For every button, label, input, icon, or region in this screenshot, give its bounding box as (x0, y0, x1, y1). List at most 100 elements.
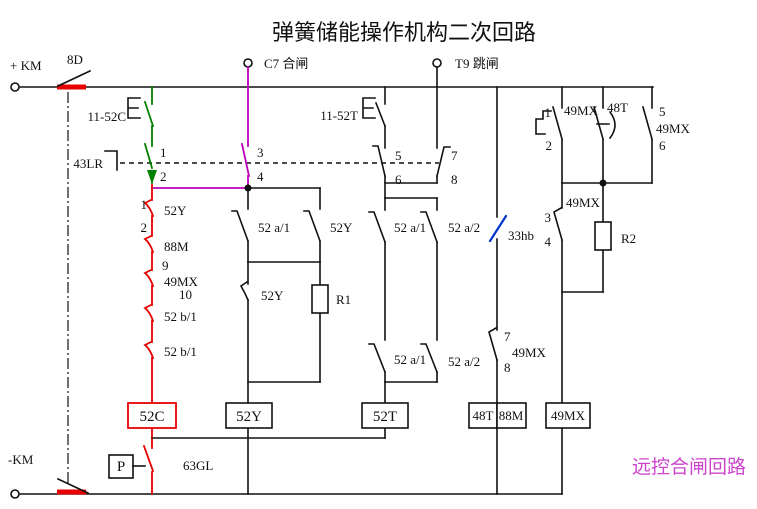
selector-43lr-handle-symbol (104, 150, 118, 171)
contact-49mx-910-blade (143, 268, 155, 288)
label-contact-49mx: 49MX (164, 274, 199, 289)
plug-11-52c-symbol (127, 97, 141, 119)
label-r1: R1 (336, 292, 351, 307)
positive-bus-terminal (10, 82, 20, 92)
negative-bus-terminal (10, 489, 20, 499)
pin-49mx-9: 9 (162, 258, 169, 273)
contact-43lr-56-blade (372, 145, 386, 177)
contact-63gl-blade (142, 444, 155, 473)
coil-label-52c: 52C (139, 409, 164, 425)
contact-52y-no-blade (303, 210, 322, 243)
contact-49mx-56-blade (642, 106, 653, 140)
c7-close-terminal (243, 58, 253, 68)
pin-43lr-5: 5 (395, 148, 402, 163)
contact-52y-nc-blade (239, 280, 250, 302)
contact-49mx-12-blade (552, 106, 563, 140)
label-43lr: 43LR (73, 156, 103, 171)
contact-52a1-lower-blade (368, 343, 387, 374)
pin-49mx-5: 5 (659, 104, 666, 119)
coil-box-88m (496, 402, 527, 429)
contact-33hb-blade (488, 214, 508, 243)
label-52y-no: 52Y (330, 220, 353, 235)
contact-48t-blade (593, 106, 604, 140)
coil-label-49mx: 49MX (551, 408, 586, 423)
label-33hb: 33hb (508, 228, 534, 243)
knife-switch-bottom-blade (56, 477, 90, 495)
pin-49mx-10: 10 (179, 287, 192, 302)
label-r2: R2 (621, 231, 636, 246)
label-52a1-upper: 52 a/1 (394, 220, 426, 235)
label-49mx-12: 49MX (564, 103, 599, 118)
pin-49mx-1: 1 (545, 105, 552, 120)
remote-close-note: 远控合闸回路 (632, 456, 746, 478)
knife-switch-top-blade (56, 69, 92, 88)
contact-52a2-lower-blade (420, 343, 439, 374)
pin-52y-1: 1 (141, 197, 148, 212)
plug-11-52t-symbol (362, 97, 376, 119)
contact-52a1-y-blade (231, 210, 250, 243)
pin-49mx-7: 7 (504, 329, 511, 344)
contact-52y-12-blade (143, 198, 155, 218)
junction-dot-mx (599, 179, 607, 187)
coil-label-52y: 52Y (236, 409, 262, 425)
label-52a1-lower: 52 a/1 (394, 352, 426, 367)
coil-box-52c (127, 402, 177, 429)
contact-43lr-34-blade (240, 142, 251, 178)
label-contact-52b1-upper: 52 b/1 (164, 309, 197, 324)
label-contact-52b1-lower: 52 b/1 (164, 344, 197, 359)
page-title: 弹簧储能操作机构二次回路 (272, 20, 536, 45)
label-49mx-78: 49MX (512, 345, 547, 360)
label-8d: 8D (67, 52, 83, 67)
pin-49mx-4: 4 (545, 234, 552, 249)
label-contact-52y: 52Y (164, 203, 187, 218)
coil-label-88m: 88M (499, 408, 524, 423)
label-p-box: P (117, 459, 125, 475)
contact-43lr-78-blade (436, 146, 451, 177)
contact-88m-blade (143, 234, 155, 254)
pin-49mx-3: 3 (545, 210, 552, 225)
coil-label-52t: 52T (373, 409, 397, 425)
green-arrowhead (147, 170, 157, 184)
contact-11-52c-blade (143, 100, 155, 128)
pin-43lr-6: 6 (395, 172, 402, 187)
contact-11-52t-blade (374, 101, 387, 128)
label-52a2-upper: 52 a/2 (448, 220, 480, 235)
manual-reset-symbol (535, 110, 552, 135)
label-km-minus: -KM (8, 452, 34, 467)
contact-43lr-12-blade (143, 142, 154, 170)
pin-43lr-1: 1 (160, 145, 167, 160)
label-11-52c: 11-52C (87, 109, 126, 124)
label-49mx-56: 49MX (656, 121, 691, 136)
label-52a1-y: 52 a/1 (258, 220, 290, 235)
t9-trip-terminal (432, 58, 442, 68)
label-contact-88m: 88M (164, 239, 189, 254)
label-48t-contact: 48T (607, 100, 628, 115)
coil-box-49mx (545, 402, 591, 429)
contact-49mx-34-blade (553, 206, 563, 241)
label-52a2-lower: 52 a/2 (448, 354, 480, 369)
pin-49mx-6: 6 (659, 138, 666, 153)
pin-43lr-2: 2 (160, 169, 167, 184)
contact-49mx-78-blade (488, 326, 498, 361)
label-c7-close: C7 合闸 (264, 56, 308, 71)
pin-52y-2: 2 (141, 220, 148, 235)
timer-48t-arc-symbol (596, 110, 616, 140)
contact-52b1-lower-blade (143, 340, 155, 360)
pin-43lr-7: 7 (451, 148, 458, 163)
contact-52b1-upper-blade (143, 303, 155, 323)
coil-box-52t (361, 402, 409, 429)
pin-49mx-8: 8 (504, 360, 511, 375)
pin-43lr-4: 4 (257, 169, 264, 184)
label-49mx-34: 49MX (566, 195, 601, 210)
label-km-plus: + KM (10, 58, 42, 73)
pin-49mx-2: 2 (546, 138, 553, 153)
coil-box-52y (225, 402, 273, 429)
label-11-52t: 11-52T (320, 108, 358, 123)
contact-52a1-upper-blade (368, 211, 387, 244)
contact-52a2-upper-blade (420, 211, 439, 244)
resistor-r2-box (594, 221, 612, 251)
label-63gl: 63GL (183, 458, 213, 473)
resistor-r1-box (311, 284, 329, 314)
